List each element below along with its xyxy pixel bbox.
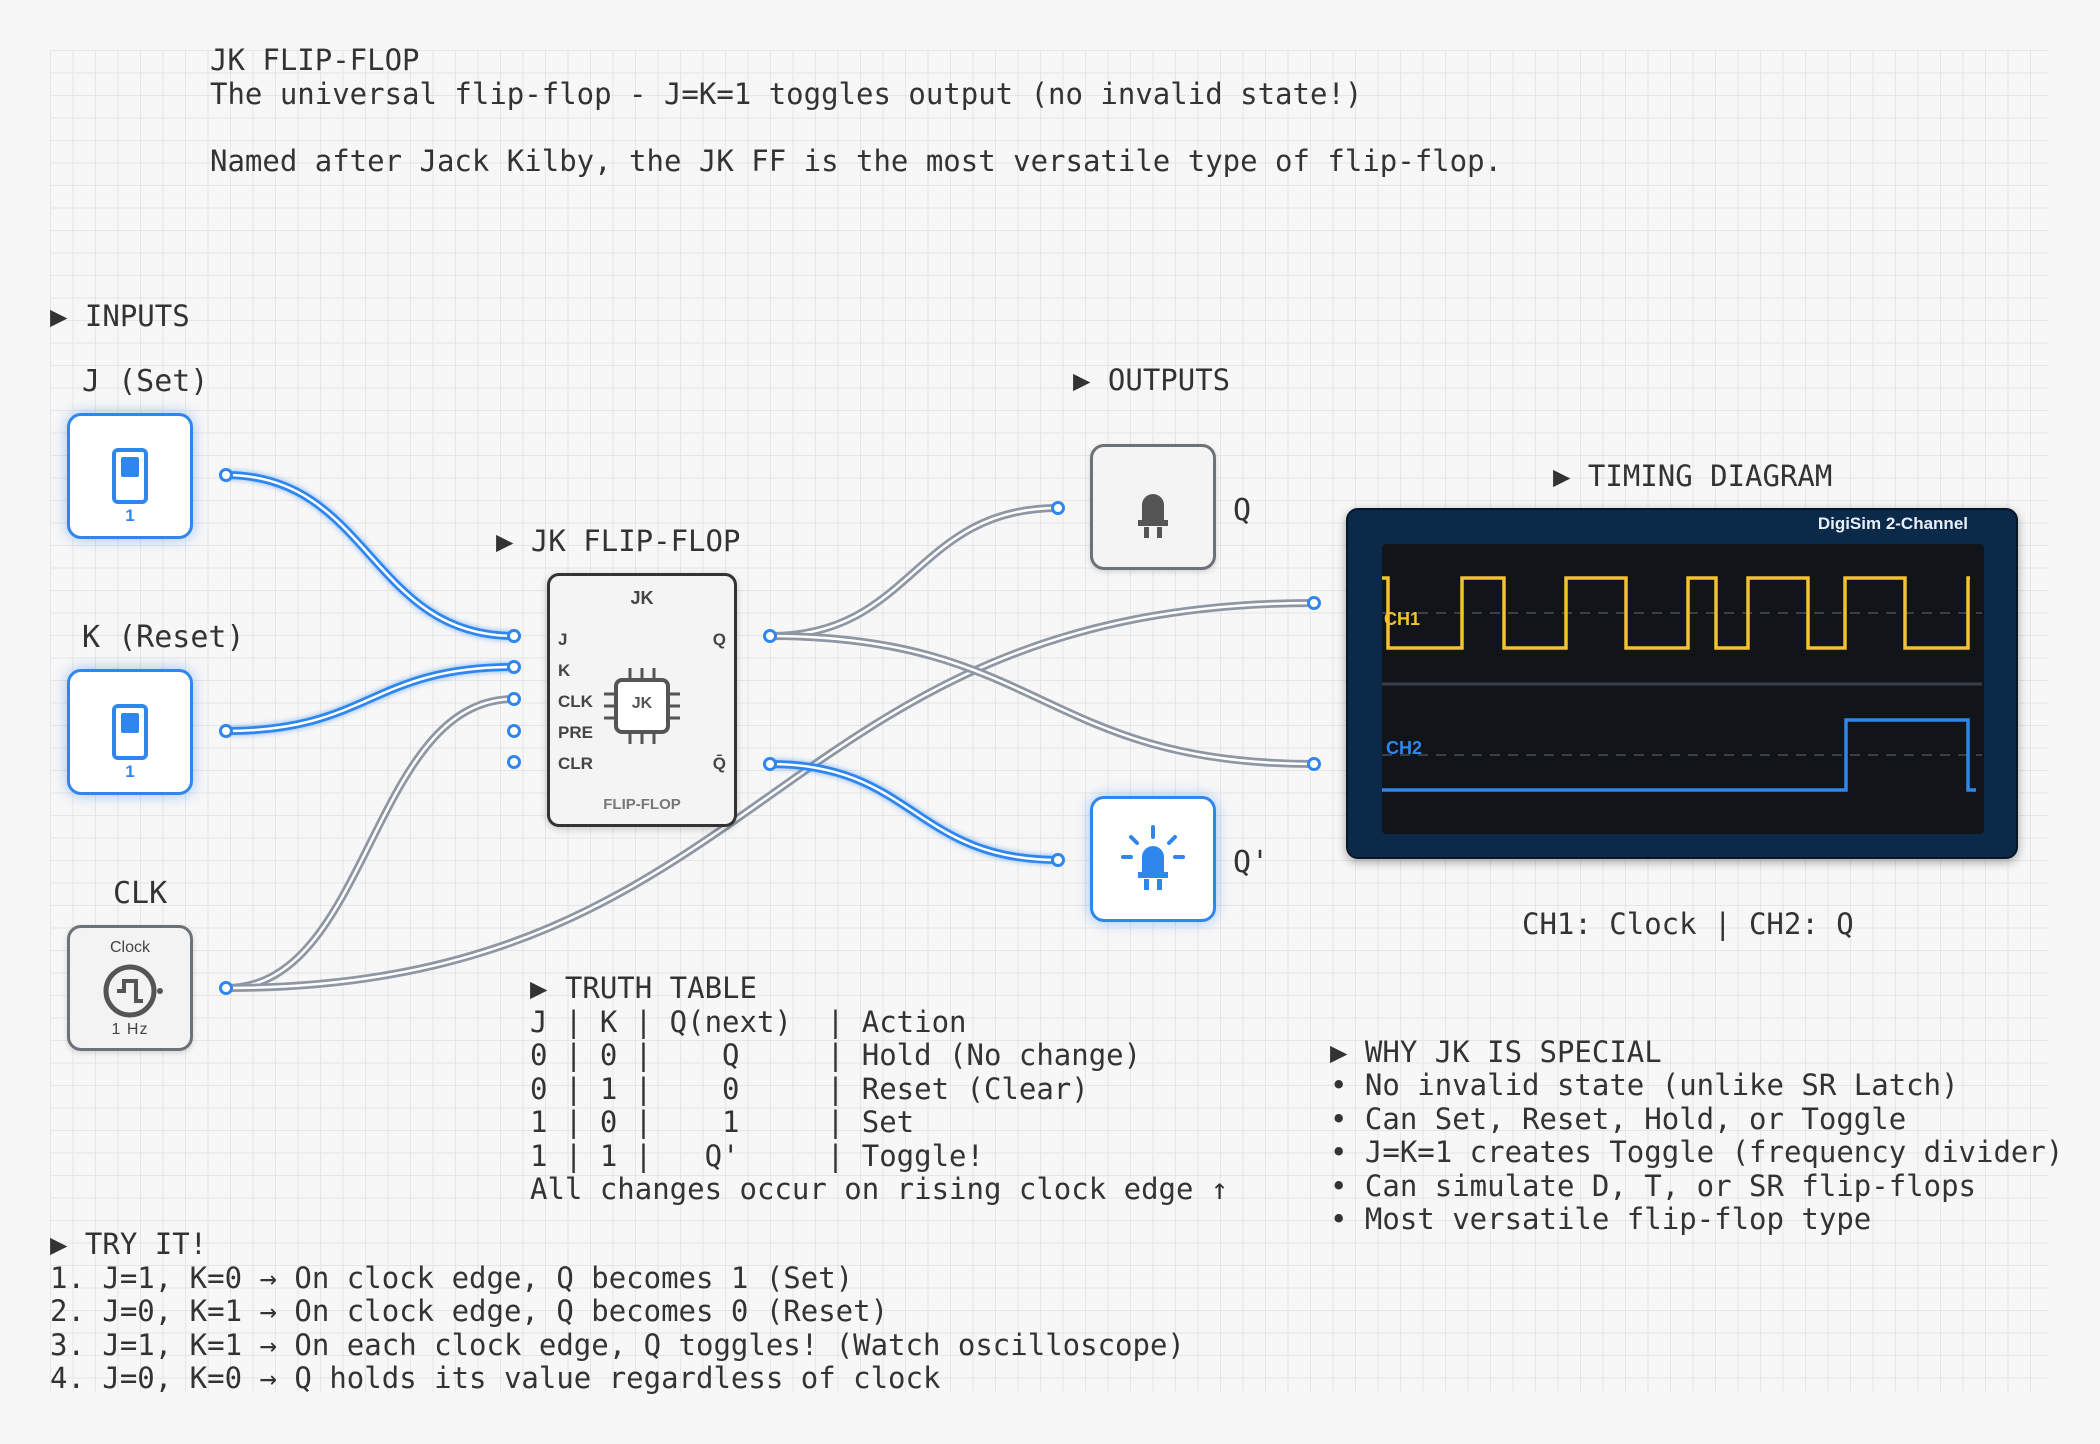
truth-table-note: All changes occur on rising clock edge ↑ <box>530 1172 1229 1206</box>
why-item: • No invalid state (unlike SR Latch) <box>1330 1068 1959 1102</box>
truth-table-row: J | K | Q(next) | Action <box>530 1005 967 1039</box>
flipflop-section-label: ▶ JK FLIP-FLOP <box>496 524 741 558</box>
switch-icon <box>112 448 148 504</box>
scope-title: DigiSim 2-Channel <box>1817 514 1968 533</box>
port-ff-pre[interactable] <box>507 724 521 738</box>
why-item: • Can Set, Reset, Hold, or Toggle <box>1330 1102 1907 1136</box>
truth-table-row: 0 | 0 | Q | Hold (No change) <box>530 1038 1142 1072</box>
outputs-section-label: ▶ OUTPUTS <box>1073 363 1231 397</box>
k-toggle-switch[interactable]: 1 <box>67 669 193 795</box>
k-switch-value: 1 <box>125 762 135 781</box>
port-ff-qbar[interactable] <box>763 757 777 771</box>
page-description: Named after Jack Kilby, the JK FF is the… <box>210 144 1503 178</box>
pin-label-clr: CLR <box>558 754 593 773</box>
page-title: JK FLIP-FLOP <box>210 43 420 77</box>
try-step: 3. J=1, K=1 → On each clock edge, Q togg… <box>50 1328 1185 1362</box>
clock-title: Clock <box>109 939 150 956</box>
scope-ch2-label: CH2 <box>1386 738 1423 758</box>
why-title: ▶ WHY JK IS SPECIAL <box>1330 1035 1662 1069</box>
timing-section-label: ▶ TIMING DIAGRAM <box>1553 459 1833 493</box>
page-subtitle: The universal flip-flop - J=K=1 toggles … <box>210 77 1363 111</box>
why-item: • J=K=1 creates Toggle (frequency divide… <box>1330 1135 2064 1169</box>
jk-flipflop-component[interactable]: JK J K CLK PRE CLR Q Q̄ JK FLIP-FLOP <box>547 573 737 827</box>
port-ff-q[interactable] <box>763 629 777 643</box>
wire-clk-scope[interactable] <box>222 599 1318 992</box>
pin-label-qbar: Q̄ <box>712 754 726 773</box>
pin-label-q: Q <box>712 630 726 649</box>
chip-label: JK <box>631 695 653 712</box>
clock-wave-icon <box>103 964 163 1018</box>
port-q-led[interactable] <box>1051 501 1065 515</box>
try-step: 4. J=0, K=0 → Q holds its value regardle… <box>50 1361 941 1395</box>
try-step: 2. J=0, K=1 → On clock edge, Q becomes 0… <box>50 1294 889 1328</box>
j-input-label: J (Set) <box>82 364 209 399</box>
pin-label-clk: CLK <box>558 692 593 711</box>
try-step: 1. J=1, K=0 → On clock edge, Q becomes 1… <box>50 1261 854 1295</box>
truth-table-title: ▶ TRUTH TABLE <box>530 971 757 1005</box>
pin-label-j: J <box>558 630 568 649</box>
qbar-output-led[interactable] <box>1090 796 1216 922</box>
truth-table-row: 1 | 1 | Q' | Toggle! <box>530 1139 984 1173</box>
scope-ch2-trace <box>1382 718 1976 792</box>
wire-j[interactable] <box>222 471 518 640</box>
try-title: ▶ TRY IT! <box>50 1227 208 1261</box>
clk-input-label: CLK <box>113 876 168 911</box>
bulb-off-icon <box>1138 494 1168 538</box>
flipflop-footer: FLIP-FLOP <box>603 796 681 813</box>
clock-frequency: 1 Hz <box>111 1021 149 1038</box>
truth-table-row: 1 | 0 | 1 | Set <box>530 1105 915 1139</box>
port-qbar-led[interactable] <box>1051 853 1065 867</box>
port-clk-out[interactable] <box>219 981 233 995</box>
wire-q-led[interactable] <box>766 504 1062 640</box>
qbar-output-label: Q' <box>1233 845 1270 880</box>
inputs-section-label: ▶ INPUTS <box>50 299 190 333</box>
switch-icon <box>112 704 148 760</box>
port-scope-ch1[interactable] <box>1307 596 1321 610</box>
q-output-label: Q <box>1233 493 1252 528</box>
scope-legend: CH1: Clock | CH2: Q <box>1522 907 1854 941</box>
j-switch-value: 1 <box>125 506 135 525</box>
flipflop-title: JK <box>630 588 654 608</box>
chip-icon <box>604 668 680 744</box>
port-ff-j[interactable] <box>507 629 521 643</box>
scope-ch1-label: CH1 <box>1384 609 1421 629</box>
wire-qbar-led[interactable] <box>766 760 1062 864</box>
bulb-on-icon <box>1121 825 1185 890</box>
wire-k[interactable] <box>222 663 518 735</box>
pin-label-pre: PRE <box>558 723 593 742</box>
port-ff-clk[interactable] <box>507 692 521 706</box>
why-item: • Most versatile flip-flop type <box>1330 1202 1872 1236</box>
wire-q-scope[interactable] <box>766 632 1318 768</box>
port-ff-clr[interactable] <box>507 755 521 769</box>
wire-clk-ff[interactable] <box>222 695 518 992</box>
j-toggle-switch[interactable]: 1 <box>67 413 193 539</box>
port-scope-ch2[interactable] <box>1307 757 1321 771</box>
pin-label-k: K <box>558 661 571 680</box>
scope-ch1-trace <box>1382 576 1970 650</box>
port-j-out[interactable] <box>219 468 233 482</box>
clock-generator[interactable]: Clock 1 Hz <box>67 925 193 1051</box>
scope-screen <box>1382 544 1984 834</box>
port-k-out[interactable] <box>219 724 233 738</box>
k-input-label: K (Reset) <box>82 620 245 655</box>
truth-table-row: 0 | 1 | 0 | Reset (Clear) <box>530 1072 1089 1106</box>
why-item: • Can simulate D, T, or SR flip-flops <box>1330 1169 1977 1203</box>
q-output-led[interactable] <box>1090 444 1216 570</box>
port-ff-k[interactable] <box>507 660 521 674</box>
